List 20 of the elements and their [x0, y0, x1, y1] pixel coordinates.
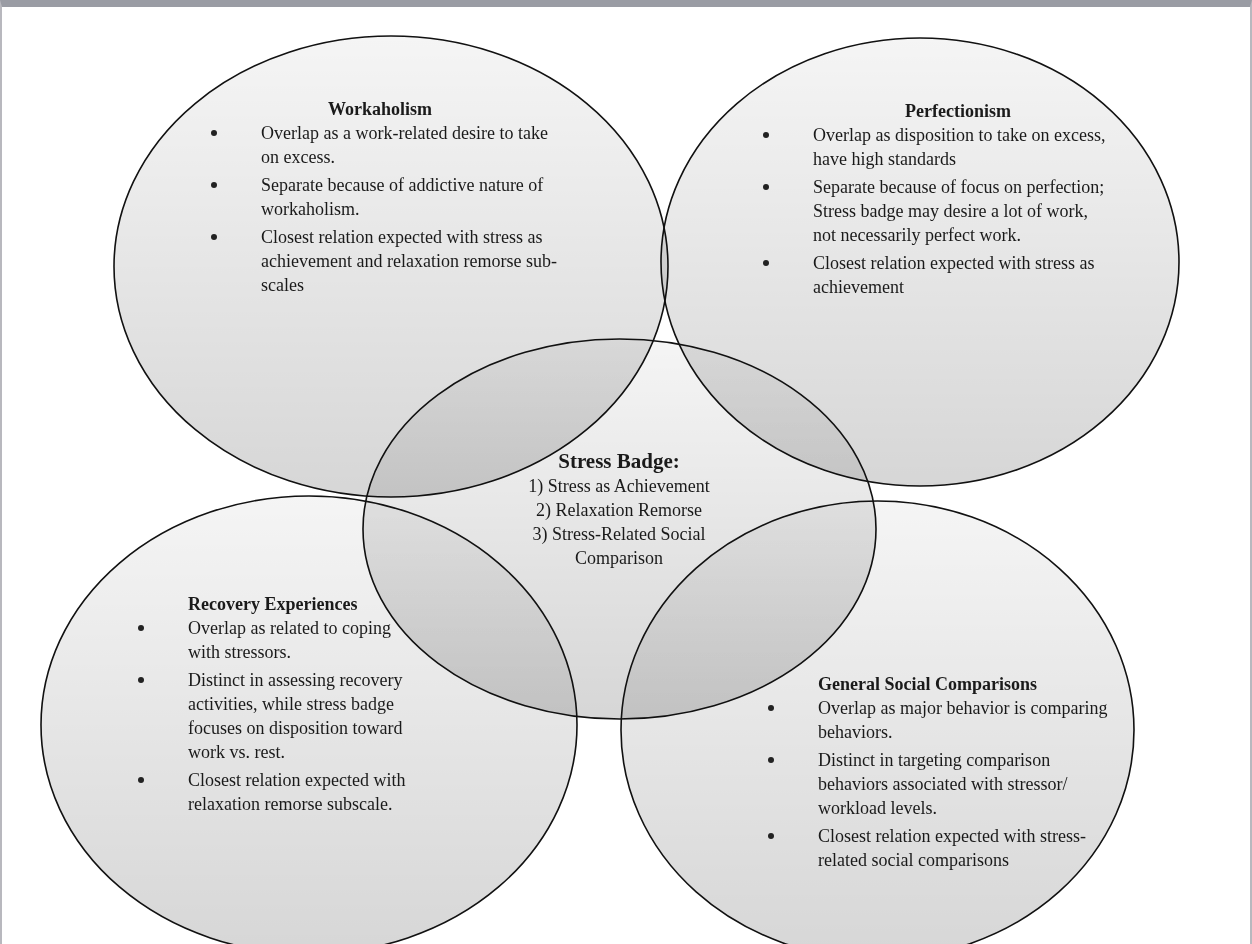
list-item: 2) Relaxation Remorse	[535, 499, 703, 522]
circle-heading: Recovery Experiences	[187, 593, 359, 616]
list-item: 1) Stress as Achievement	[527, 475, 711, 498]
bullet-point: Overlap as major behavior is comparing behaviors.	[818, 697, 1109, 744]
list-item: 3) Stress-Related Social Comparison	[531, 523, 707, 570]
bullet-point: Closest relation expected with stress as achievement and relaxation remorse sub-scales	[261, 226, 558, 297]
bullet-point: Overlap as a work-related desire to take on excess.	[261, 122, 549, 169]
circle-heading: Perfectionism	[904, 100, 1012, 123]
bullet-point: Overlap as disposition to take on excess, have high standards	[813, 124, 1107, 171]
bullet-point: Closest relation expected with relaxation remorse subscale.	[188, 769, 407, 816]
bullet-point: Overlap as related to coping with stressors.	[188, 617, 392, 664]
circle-heading: Stress Badge:	[557, 448, 681, 474]
bullet-point: Closest relation expected with stress as achievement	[813, 252, 1096, 299]
bullet-point: Closest relation expected with stress-related social comparisons	[818, 825, 1087, 872]
bullet-point: Distinct in targeting comparison behaviors associated with stressor/ workload levels.	[818, 749, 1069, 820]
bullet-point: Separate because of focus on perfection; Stress badge may desire a lot of work, not necessarily perfect work.	[813, 176, 1106, 247]
circle-heading: Workaholism	[327, 98, 434, 121]
bullet-point: Distinct in assessing recovery activities, while stress badge focuses on disposition toward work vs. rest.	[188, 669, 404, 764]
bullet-point: Separate because of addictive nature of workaholism.	[261, 174, 545, 221]
circle-heading: General Social Comparisons	[817, 673, 1038, 696]
